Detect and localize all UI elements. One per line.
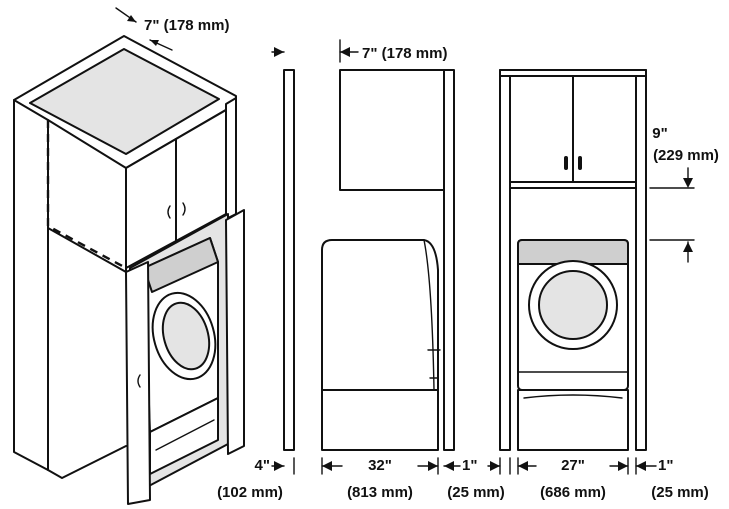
side-depth-mm-label: (102 mm) — [217, 484, 283, 501]
side-view-left-wall — [283, 69, 295, 451]
front-cabinet-shelf — [509, 181, 637, 189]
front-view: 9" (229 mm) 27" (686 mm) 1" (25 mm) — [487, 69, 719, 501]
appliance-width-in-label: 27" — [561, 457, 585, 474]
washer-door-inner — [161, 301, 211, 371]
side-view-right-wall — [443, 69, 455, 451]
appliance-width-mm-label: (686 mm) — [540, 484, 606, 501]
right-bifold-door — [225, 209, 245, 455]
front-view-right-wall — [635, 69, 647, 451]
side-view-depth-clearance-label: 7" (178 mm) — [362, 45, 447, 62]
front-cabinet-handle-left — [564, 156, 568, 170]
appliance-depth-mm-label: (813 mm) — [347, 484, 413, 501]
upper-cabinet-handle-left — [167, 205, 171, 219]
bifold-door-handle — [137, 374, 141, 388]
front-view-washer-door-inner — [538, 270, 608, 340]
side-depth-in-label: 4" — [255, 457, 270, 474]
side-gap-mm-label: (25 mm) — [651, 484, 709, 501]
side-view-appliance — [321, 239, 439, 391]
front-view-left-wall — [499, 69, 511, 451]
front-cabinet-handle-right — [578, 156, 582, 170]
closet-top-opening — [29, 48, 220, 155]
washer-top-panel — [143, 237, 219, 293]
upper-cabinet-handle-right — [182, 202, 186, 216]
closet-left-side-panel — [13, 99, 49, 471]
front-view-pedestal-drawer — [523, 394, 623, 399]
rear-gap-mm-label: (25 mm) — [447, 484, 505, 501]
side-view-upper-cabinet — [339, 69, 445, 191]
rear-gap-in-label: 1" — [462, 457, 477, 474]
side-gap-in-label: 1" — [658, 457, 673, 474]
front-view-pedestal — [517, 389, 629, 451]
appliance-depth-in-label: 32" — [368, 457, 392, 474]
side-view-pedestal — [321, 389, 439, 451]
hidden-edge-dashed — [46, 120, 127, 270]
iso-depth-clearance-label: 7" (178 mm) — [144, 17, 229, 34]
side-view: 7" (178 mm) 4" (102 mm) 32" (813 mm) 1" … — [217, 39, 505, 501]
top-clearance-in-label: 9" — [652, 125, 667, 142]
front-view-washer-control-panel — [517, 239, 629, 265]
top-clearance-mm-label: (229 mm) — [653, 147, 719, 164]
isometric-closet-view: 7" (178 mm) — [13, 7, 245, 505]
closet-right-side-panel — [225, 97, 237, 220]
